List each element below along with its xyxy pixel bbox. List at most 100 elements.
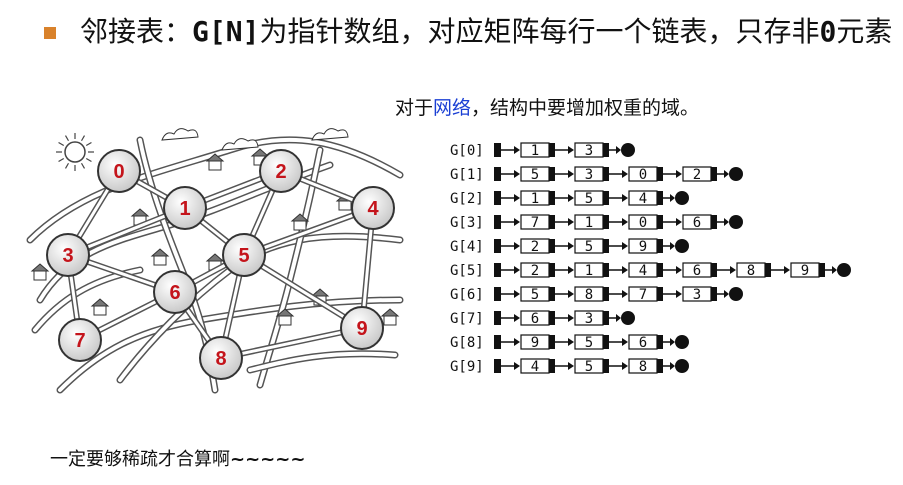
list-cell-value: 8: [585, 287, 593, 303]
arrow-head: [676, 266, 682, 274]
null-terminator-icon: [675, 239, 689, 253]
arrow-head: [514, 338, 520, 346]
sun-ray: [64, 135, 70, 142]
null-terminator-icon: [837, 263, 851, 277]
arrow-head: [676, 170, 682, 178]
graph-node-9: [340, 306, 384, 350]
heading-part2: 为指针数组，对应矩阵每行一个链表，只存非: [259, 15, 820, 48]
list-cell-value: 6: [639, 335, 647, 351]
house-icon: [383, 315, 397, 326]
roof-icon: [275, 308, 295, 317]
list-cell-value: 8: [639, 359, 647, 375]
sun-ray: [80, 162, 86, 169]
arrow-head: [670, 362, 675, 370]
next-pointer: [549, 287, 555, 301]
head-pointer: [494, 287, 501, 301]
arrow-head: [670, 338, 675, 346]
arrow-head: [724, 218, 729, 226]
arrow-head: [514, 146, 520, 154]
list-cell-value: 2: [531, 239, 539, 255]
list-label-6: G[6]: [450, 287, 484, 303]
sun-ray: [85, 141, 92, 147]
next-pointer: [657, 215, 663, 229]
cloud-icon: [221, 138, 259, 151]
graph-node-label-0: 0: [113, 161, 124, 183]
arrow-head: [514, 218, 520, 226]
list-cell-value: 5: [585, 359, 593, 375]
graph-edge-inner-4-5: [242, 206, 375, 257]
arrow-head: [514, 290, 520, 298]
list-label-0: G[0]: [450, 143, 484, 159]
list-cell-value: 7: [531, 215, 539, 231]
graph-node-7: [58, 318, 102, 362]
next-pointer: [603, 335, 609, 349]
arrow-head: [622, 338, 628, 346]
list-cell-value: 9: [531, 335, 539, 351]
roof-icon: [250, 148, 270, 157]
graph-node-label-8: 8: [215, 348, 226, 370]
graph-node-label-1: 1: [179, 198, 190, 220]
list-label-1: G[1]: [450, 167, 484, 183]
null-terminator-icon: [675, 191, 689, 205]
arrow-head: [622, 242, 628, 250]
arrow-head: [616, 314, 621, 322]
head-pointer: [494, 167, 501, 181]
list-cell-value: 9: [639, 239, 647, 255]
arrow-head: [670, 242, 675, 250]
graph-node-0: [97, 149, 141, 193]
list-cell-value: 5: [531, 287, 539, 303]
graph-node-8: [199, 336, 243, 380]
list-cell-value: 3: [693, 287, 701, 303]
head-pointer: [494, 359, 501, 373]
list-cell-value: 5: [531, 167, 539, 183]
arrow-head: [514, 362, 520, 370]
house-icon: [153, 255, 167, 266]
next-pointer: [657, 287, 663, 301]
list-cell-value: 1: [585, 263, 593, 279]
next-pointer: [711, 287, 717, 301]
next-pointer: [603, 239, 609, 253]
list-label-5: G[5]: [450, 263, 484, 279]
roof-icon: [30, 263, 50, 272]
list-cell-value: 5: [585, 239, 593, 255]
footer-remark: 一定要够稀疏才合算啊~~~~~: [50, 445, 305, 471]
next-pointer: [549, 263, 555, 277]
arrow-head: [514, 314, 520, 322]
arrow-head: [514, 242, 520, 250]
roof-icon: [380, 308, 400, 317]
cloud-icon: [161, 128, 199, 141]
next-pointer: [657, 239, 663, 253]
next-pointer: [657, 359, 663, 373]
next-pointer: [603, 167, 609, 181]
next-pointer: [711, 215, 717, 229]
next-pointer: [711, 263, 717, 277]
list-label-9: G[9]: [450, 359, 484, 375]
null-terminator-icon: [621, 143, 635, 157]
list-cell-value: 9: [801, 263, 809, 279]
graph-node-5: [222, 233, 266, 277]
roof-icon: [150, 248, 170, 257]
graph-node-label-4: 4: [367, 198, 379, 220]
head-pointer: [494, 335, 501, 349]
next-pointer: [549, 239, 555, 253]
list-cell-value: 8: [747, 263, 755, 279]
arrow-head: [784, 266, 790, 274]
head-pointer: [494, 263, 501, 277]
list-cell-value: 6: [531, 311, 539, 327]
house-icon: [33, 270, 47, 281]
list-cell-value: 6: [693, 215, 701, 231]
next-pointer: [765, 263, 771, 277]
house-icon: [208, 160, 222, 171]
roof-icon: [205, 253, 225, 262]
sun-ray: [58, 157, 65, 163]
null-terminator-icon: [621, 311, 635, 325]
sun-ray: [85, 157, 92, 163]
list-cell-value: 4: [639, 263, 647, 279]
roof-icon: [310, 288, 330, 297]
next-pointer: [657, 263, 663, 277]
null-terminator-icon: [729, 215, 743, 229]
next-pointer: [603, 311, 609, 325]
next-pointer: [603, 359, 609, 373]
arrow-head: [568, 242, 574, 250]
